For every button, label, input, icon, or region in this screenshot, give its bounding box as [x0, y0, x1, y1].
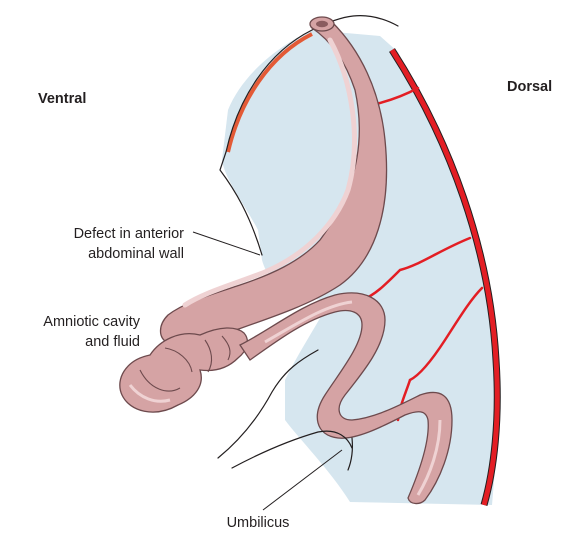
- label-defect-line1: Defect in anterior: [74, 226, 185, 242]
- defect-leader-line: [193, 232, 260, 255]
- umbilicus-leader-line: [263, 450, 342, 510]
- label-ventral: Ventral: [38, 91, 86, 107]
- label-umbilicus: Umbilicus: [227, 515, 290, 531]
- label-dorsal: Dorsal: [507, 79, 552, 95]
- label-defect-line2: abdominal wall: [88, 246, 184, 262]
- label-amniotic-line1: Amniotic cavity: [43, 314, 140, 330]
- label-amniotic-line2: and fluid: [85, 334, 140, 350]
